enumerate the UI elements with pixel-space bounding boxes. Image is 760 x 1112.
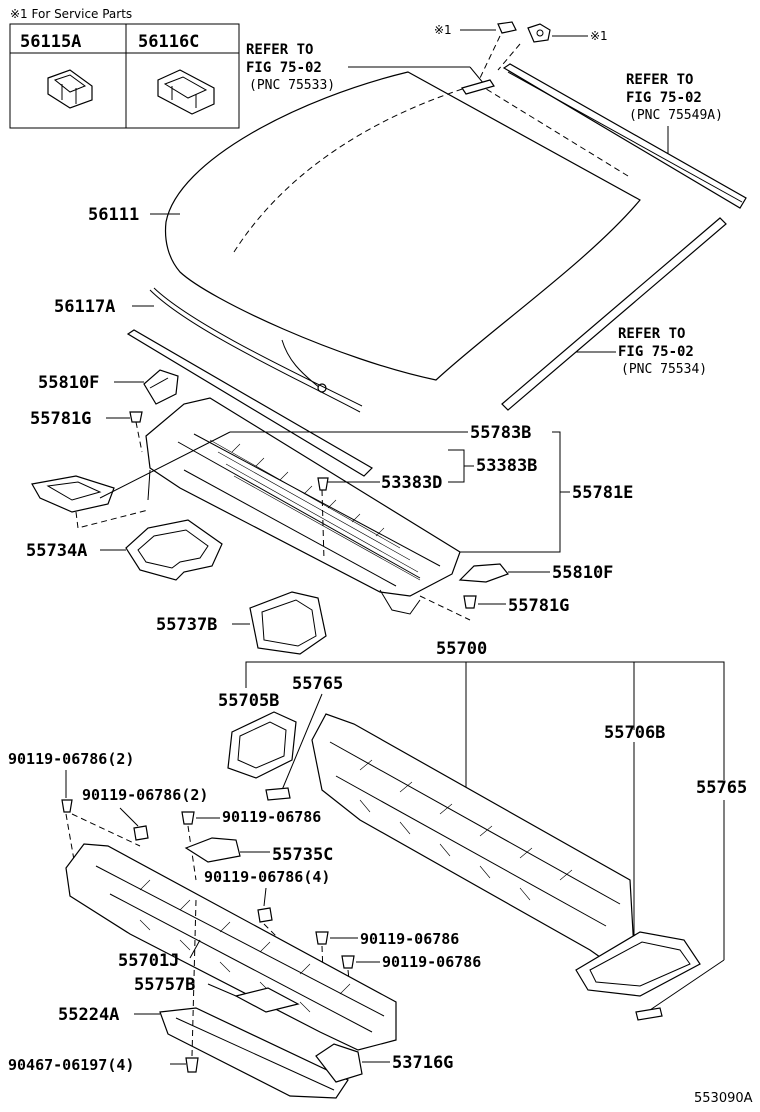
clip-55781g-left[interactable]: [129, 411, 143, 423]
cowl-side-bracket-left[interactable]: [31, 475, 115, 513]
svg-text:(PNC 75549A): (PNC 75549A): [629, 108, 723, 123]
cowl-panel-55701j[interactable]: [65, 843, 397, 1051]
svg-text:REFER TO: REFER TO: [626, 72, 693, 88]
label-53383d[interactable]: 53383D: [381, 473, 442, 493]
bracket-55735c[interactable]: [184, 837, 241, 863]
service-marker-right: ※1: [590, 29, 608, 43]
label-55781g-b[interactable]: 55781G: [508, 596, 569, 616]
figure-id: 553090A: [694, 1091, 753, 1106]
clip-53383d-icon: [317, 477, 329, 491]
label-55765-a[interactable]: 55765: [292, 674, 343, 694]
svg-text:REFER TO: REFER TO: [246, 42, 313, 58]
label-55781g-a[interactable]: 55781G: [30, 409, 91, 429]
svg-text:(PNC 75534): (PNC 75534): [621, 362, 707, 377]
bolt-5-icon: [315, 931, 329, 945]
refer-to-fig-75534[interactable]: REFER TO FIG 75-02 (PNC 75534): [618, 326, 707, 377]
service-parts-table: 56115A 56116C: [9, 23, 240, 129]
pad-55757b[interactable]: [234, 987, 300, 1013]
refer-to-fig-75549a[interactable]: REFER TO FIG 75-02 (PNC 75549A): [626, 72, 723, 123]
bracket-53716g[interactable]: [315, 1043, 363, 1083]
label-55734a[interactable]: 55734A: [26, 541, 87, 561]
label-55701j[interactable]: 55701J: [118, 951, 179, 971]
bracket-55810f-right[interactable]: [458, 563, 509, 583]
lower-strip[interactable]: [126, 329, 373, 477]
side-moulding-right[interactable]: [501, 217, 727, 411]
label-55706b[interactable]: 55706B: [604, 723, 665, 743]
svg-text:FIG 75-02: FIG 75-02: [626, 90, 702, 106]
label-55810f-b[interactable]: 55810F: [552, 563, 613, 583]
service-marker-left: ※1: [434, 23, 452, 37]
label-55735c[interactable]: 55735C: [272, 845, 333, 865]
clip-90467-icon: [185, 1057, 199, 1073]
label-bolt-6[interactable]: 90119-06786: [382, 953, 481, 971]
top-clip-left-icon: [497, 21, 517, 34]
label-55810f-a[interactable]: 55810F: [38, 373, 99, 393]
label-55781e[interactable]: 55781E: [572, 483, 633, 503]
pad-55765-b[interactable]: [635, 1007, 663, 1021]
refer-to-fig-75533[interactable]: REFER TO FIG 75-02 (PNC 75533): [246, 42, 335, 93]
seal-55734a[interactable]: [125, 519, 223, 581]
label-bolt-3[interactable]: 90119-06786: [222, 808, 321, 826]
weatherstrip-56117a[interactable]: [149, 287, 363, 413]
bolt-3-icon: [181, 811, 195, 825]
label-53716g[interactable]: 53716G: [392, 1053, 453, 1073]
label-clip-90467[interactable]: 90467-06197(4): [8, 1056, 134, 1074]
panel-55737b[interactable]: [249, 591, 327, 655]
label-55737b[interactable]: 55737B: [156, 615, 217, 635]
service-parts-note: ※1 For Service Parts: [10, 7, 132, 21]
label-55783b[interactable]: 55783B: [470, 423, 531, 443]
service-part-56116c[interactable]: 56116C: [138, 32, 199, 52]
pad-55765-a[interactable]: [265, 787, 291, 801]
clip-55781g-right[interactable]: [463, 595, 477, 609]
label-bolt-2[interactable]: 90119-06786(2): [82, 786, 208, 804]
svg-text:(PNC 75533): (PNC 75533): [249, 78, 335, 93]
bolt-2-icon: [133, 825, 149, 841]
seal-55224a[interactable]: [159, 1007, 349, 1099]
bolt-1-icon: [61, 799, 73, 813]
svg-text:FIG 75-02: FIG 75-02: [246, 60, 322, 76]
label-55700[interactable]: 55700: [436, 639, 487, 659]
label-55757b[interactable]: 55757B: [134, 975, 195, 995]
clip-56116c-icon: [157, 69, 215, 115]
cowl-panel-55700[interactable]: [311, 713, 635, 965]
cowl-louver[interactable]: [145, 397, 461, 615]
svg-text:FIG 75-02: FIG 75-02: [618, 344, 694, 360]
bolt-4-icon: [257, 907, 273, 923]
upper-moulding[interactable]: [502, 63, 747, 209]
label-56111[interactable]: 56111: [88, 205, 139, 225]
label-bolt-1[interactable]: 90119-06786(2): [8, 750, 134, 768]
bracket-55705b[interactable]: [227, 711, 297, 779]
windshield-glass[interactable]: [164, 71, 641, 393]
top-clip-right-icon: [527, 23, 551, 43]
bolt-6-icon: [341, 955, 355, 969]
panel-55706b[interactable]: [575, 931, 701, 997]
service-part-56115a[interactable]: 56115A: [20, 32, 81, 52]
label-bolt-4[interactable]: 90119-06786(4): [204, 868, 330, 886]
label-55705b[interactable]: 55705B: [218, 691, 279, 711]
label-bolt-5[interactable]: 90119-06786: [360, 930, 459, 948]
label-53383b[interactable]: 53383B: [476, 456, 537, 476]
bracket-55810f-left[interactable]: [143, 369, 179, 405]
label-55224a[interactable]: 55224A: [58, 1005, 119, 1025]
svg-text:REFER TO: REFER TO: [618, 326, 685, 342]
label-56117a[interactable]: 56117A: [54, 297, 115, 317]
label-55765-b[interactable]: 55765: [696, 778, 747, 798]
clip-56115a-icon: [47, 69, 93, 109]
